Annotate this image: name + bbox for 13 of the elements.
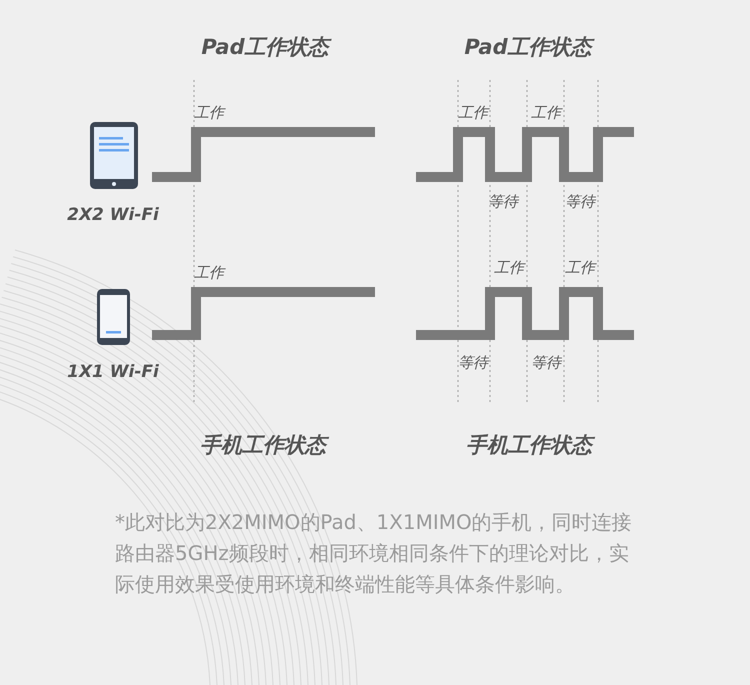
state-label: 工作: [565, 258, 595, 278]
state-label: 等待: [531, 354, 561, 372]
footnote: *此对比为2X2MIMO的Pad、1X1MIMO的手机，同时连接路由器5GHz频段时，相同环境相同条件下的理论对比，实际使用效果受使用环境和终端性能等具体条件影响。: [115, 509, 633, 598]
device-label: 2X2 Wi-Fi: [67, 205, 159, 225]
state-label: 工作: [494, 258, 524, 278]
state-label: 工作: [194, 104, 224, 122]
state-label: 等待: [488, 192, 518, 212]
state-label: 等待: [565, 192, 595, 212]
state-label: 工作: [458, 104, 488, 122]
state-label: 工作: [194, 264, 224, 282]
device-label: 1X1 Wi-Fi: [67, 362, 159, 382]
state-label: 等待: [458, 354, 488, 372]
state-label: 工作: [531, 104, 561, 122]
